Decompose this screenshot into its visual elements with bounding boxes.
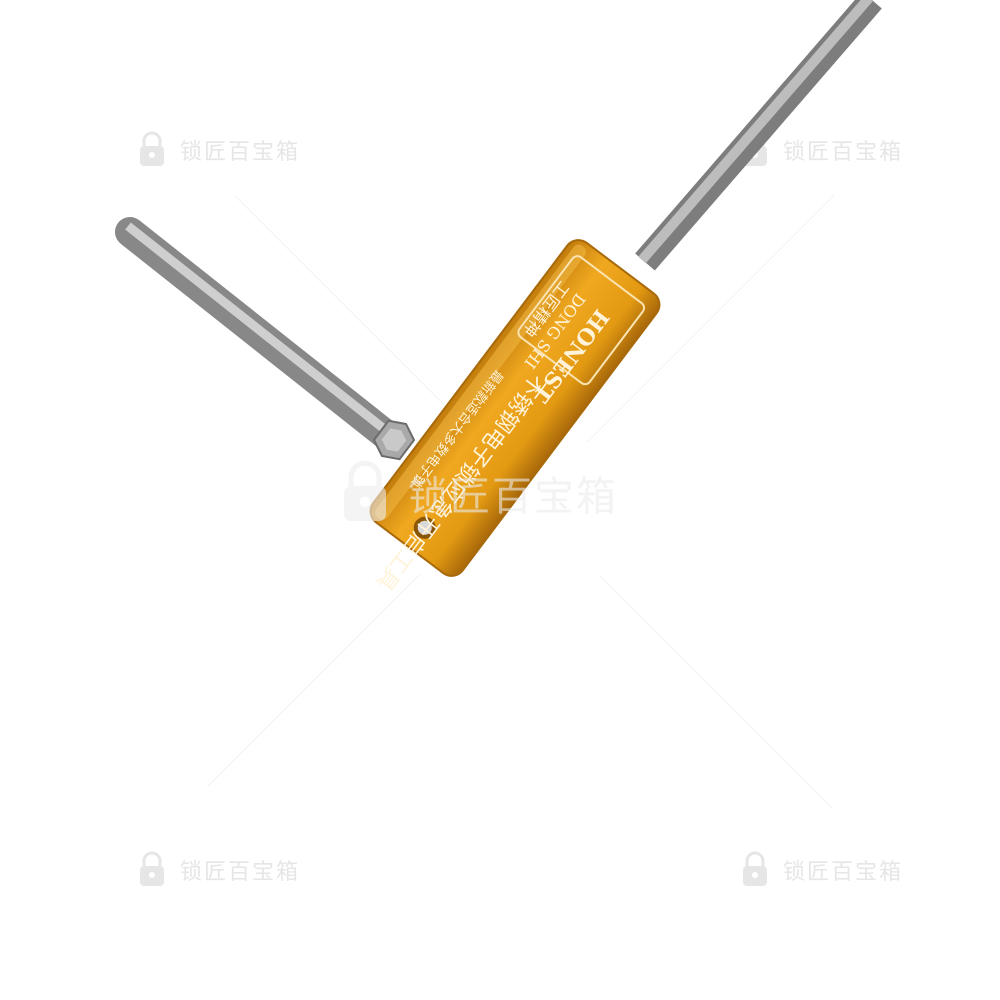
watermark-text: 锁匠百宝箱: [180, 860, 301, 885]
watermark-text: 锁匠百宝箱: [783, 860, 904, 885]
long-rod: [635, 0, 882, 271]
watermark-top-left: 锁匠百宝箱: [132, 130, 300, 170]
watermark-bottom-right: 锁匠百宝箱: [735, 850, 903, 890]
padlock-shield-icon: [743, 851, 767, 886]
padlock-shield-icon: [344, 460, 386, 521]
short-rod: [115, 217, 405, 453]
watermark-center: 锁匠百宝箱: [330, 458, 618, 528]
hex-nut: [372, 419, 416, 461]
watermark-text: 锁匠百宝箱: [783, 140, 904, 165]
padlock-shield-icon: [140, 131, 164, 166]
orange-handle: [369, 239, 661, 577]
watermark-text: 锁匠百宝箱: [180, 140, 301, 165]
brand-box: [517, 255, 646, 386]
screw-hole: [413, 516, 436, 539]
watermark-text: 锁匠百宝箱: [408, 474, 618, 520]
watermark-bottom-left: 锁匠百宝箱: [132, 850, 300, 890]
padlock-shield-icon: [140, 851, 164, 886]
